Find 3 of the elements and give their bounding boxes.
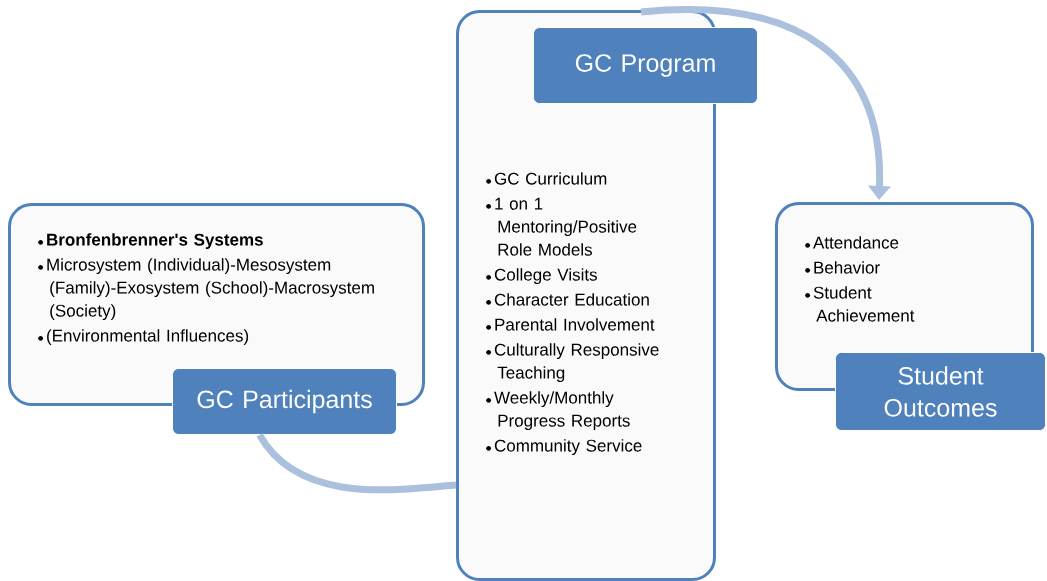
heading-tab: GC Participants: [172, 368, 397, 435]
heading-tab: Student Outcomes: [835, 352, 1046, 431]
heading-tab: GC Program: [533, 27, 758, 104]
